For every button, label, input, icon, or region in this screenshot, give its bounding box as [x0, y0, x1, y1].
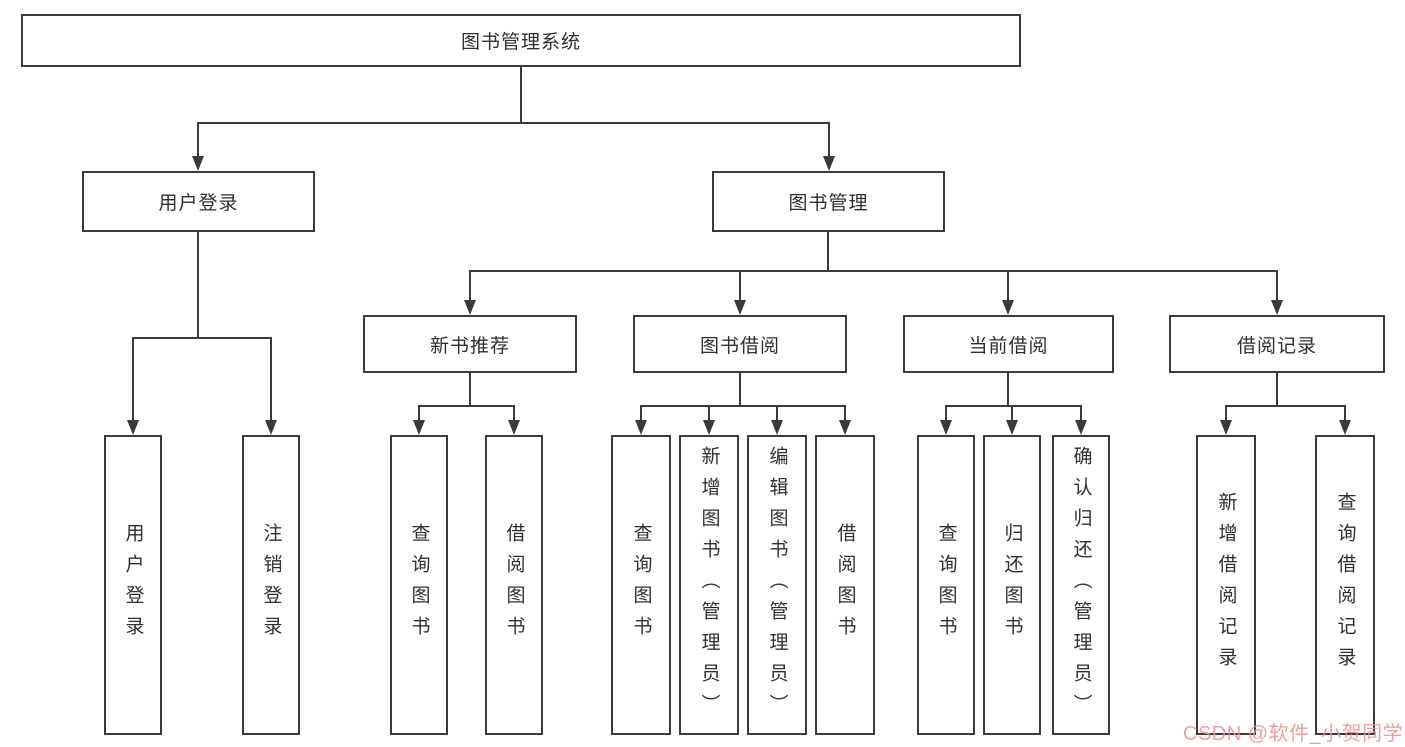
node-label: 新书推荐 — [429, 335, 510, 357]
connector-userlogin-vertical — [197, 232, 199, 337]
node-label: 查询图书 — [408, 523, 430, 647]
leaf-query-books-recommend: 查询图书 — [390, 435, 448, 735]
connector-borrowing-horizontal — [640, 405, 846, 407]
arrowhead-down-icon — [1002, 300, 1014, 315]
connector-newbook-horizontal — [418, 405, 515, 407]
arrowhead-down-icon — [127, 420, 139, 435]
node-label: 查询图书 — [935, 523, 957, 647]
connector-records-vertical — [1276, 373, 1278, 405]
connector-root-drop-left — [197, 124, 199, 157]
node-label: 编辑图书（管理员） — [766, 445, 788, 725]
node-label: 图书借阅 — [699, 335, 780, 357]
node-label: 注销登录 — [260, 523, 282, 647]
arrowhead-down-icon — [1220, 420, 1232, 435]
leaf-logout: 注销登录 — [242, 435, 300, 735]
connector-borrowing-drop-1 — [640, 407, 642, 422]
node-label: 新增图书（管理员） — [698, 445, 720, 725]
connector-newbook-drop-2 — [513, 407, 515, 422]
leaf-edit-books-admin: 编辑图书（管理员） — [747, 435, 807, 735]
connector-borrowing-drop-4 — [844, 407, 846, 422]
arrowhead-down-icon — [1339, 420, 1351, 435]
leaf-borrow-books: 借阅图书 — [815, 435, 875, 735]
leaf-confirm-return-admin: 确认归还（管理员） — [1052, 435, 1110, 735]
node-label: 图书管理系统 — [460, 32, 581, 53]
arrowhead-down-icon — [734, 300, 746, 315]
arrowhead-down-icon — [265, 420, 277, 435]
node-current-borrowing: 当前借阅 — [903, 315, 1114, 373]
connector-bookmgmt-horizontal — [469, 270, 1278, 272]
connector-borrowing-vertical — [739, 373, 741, 405]
connector-borrowing-drop-3 — [776, 407, 778, 422]
node-label: 确认归还（管理员） — [1070, 445, 1092, 725]
arrowhead-down-icon — [1006, 420, 1018, 435]
connector-records-drop-1 — [1225, 407, 1227, 422]
connector-current-horizontal — [945, 405, 1082, 407]
arrowhead-down-icon — [940, 420, 952, 435]
node-book-borrowing: 图书借阅 — [633, 315, 847, 373]
arrowhead-down-icon — [635, 420, 647, 435]
connector-bookmgmt-drop-3 — [1007, 272, 1009, 302]
connector-current-drop-1 — [945, 407, 947, 422]
leaf-query-books-borrowing: 查询图书 — [611, 435, 671, 735]
connector-userlogin-drop-2 — [270, 339, 272, 421]
arrowhead-down-icon — [1271, 300, 1283, 315]
connector-bookmgmt-drop-4 — [1276, 272, 1278, 302]
node-label: 借阅记录 — [1236, 335, 1317, 357]
connector-userlogin-drop-1 — [132, 339, 134, 421]
node-label: 新增借阅记录 — [1215, 492, 1237, 678]
node-book-management: 图书管理 — [712, 171, 945, 232]
connector-records-horizontal — [1225, 405, 1346, 407]
connector-borrowing-drop-2 — [708, 407, 710, 422]
leaf-query-borrow-record: 查询借阅记录 — [1315, 435, 1375, 735]
arrowhead-down-icon — [771, 420, 783, 435]
node-label: 查询借阅记录 — [1334, 492, 1356, 678]
connector-records-drop-2 — [1344, 407, 1346, 422]
connector-bookmgmt-drop-1 — [469, 272, 471, 302]
arrowhead-down-icon — [839, 420, 851, 435]
node-new-book-recommendation: 新书推荐 — [363, 315, 577, 373]
node-user-login: 用户登录 — [82, 171, 315, 232]
leaf-query-books-current: 查询图书 — [917, 435, 975, 735]
leaf-return-books: 归还图书 — [983, 435, 1041, 735]
node-label: 用户登录 — [158, 193, 239, 214]
connector-root-horizontal — [197, 122, 830, 124]
leaf-add-books-admin: 新增图书（管理员） — [679, 435, 739, 735]
leaf-user-login: 用户登录 — [104, 435, 162, 735]
connector-userlogin-horizontal — [132, 337, 272, 339]
connector-current-drop-3 — [1080, 407, 1082, 422]
connector-root-drop-right — [828, 124, 830, 157]
arrowhead-down-icon — [703, 420, 715, 435]
arrowhead-down-icon — [192, 156, 204, 171]
arrowhead-down-icon — [1075, 420, 1087, 435]
node-label: 归还图书 — [1001, 523, 1023, 647]
node-library-management-system: 图书管理系统 — [21, 14, 1021, 67]
arrowhead-down-icon — [464, 300, 476, 315]
arrowhead-down-icon — [508, 420, 520, 435]
leaf-borrow-books-recommend: 借阅图书 — [485, 435, 543, 735]
csdn-watermark: CSDN @软件_小贺同学 — [1183, 723, 1404, 745]
arrowhead-down-icon — [823, 156, 835, 171]
connector-current-vertical — [1007, 373, 1009, 405]
connector-newbook-vertical — [469, 373, 471, 405]
node-label: 用户登录 — [122, 523, 144, 647]
connector-current-drop-2 — [1011, 407, 1013, 422]
node-borrowing-records: 借阅记录 — [1169, 315, 1385, 373]
node-label: 图书管理 — [788, 193, 869, 214]
node-label: 借阅图书 — [834, 523, 856, 647]
leaf-add-borrow-record: 新增借阅记录 — [1196, 435, 1256, 735]
node-label: 借阅图书 — [503, 523, 525, 647]
connector-bookmgmt-vertical — [827, 232, 829, 270]
node-label: 查询图书 — [630, 523, 652, 647]
node-label: 当前借阅 — [968, 335, 1049, 357]
connector-newbook-drop-1 — [418, 407, 420, 422]
arrowhead-down-icon — [413, 420, 425, 435]
connector-root-vertical — [520, 67, 522, 122]
connector-bookmgmt-drop-2 — [739, 272, 741, 302]
